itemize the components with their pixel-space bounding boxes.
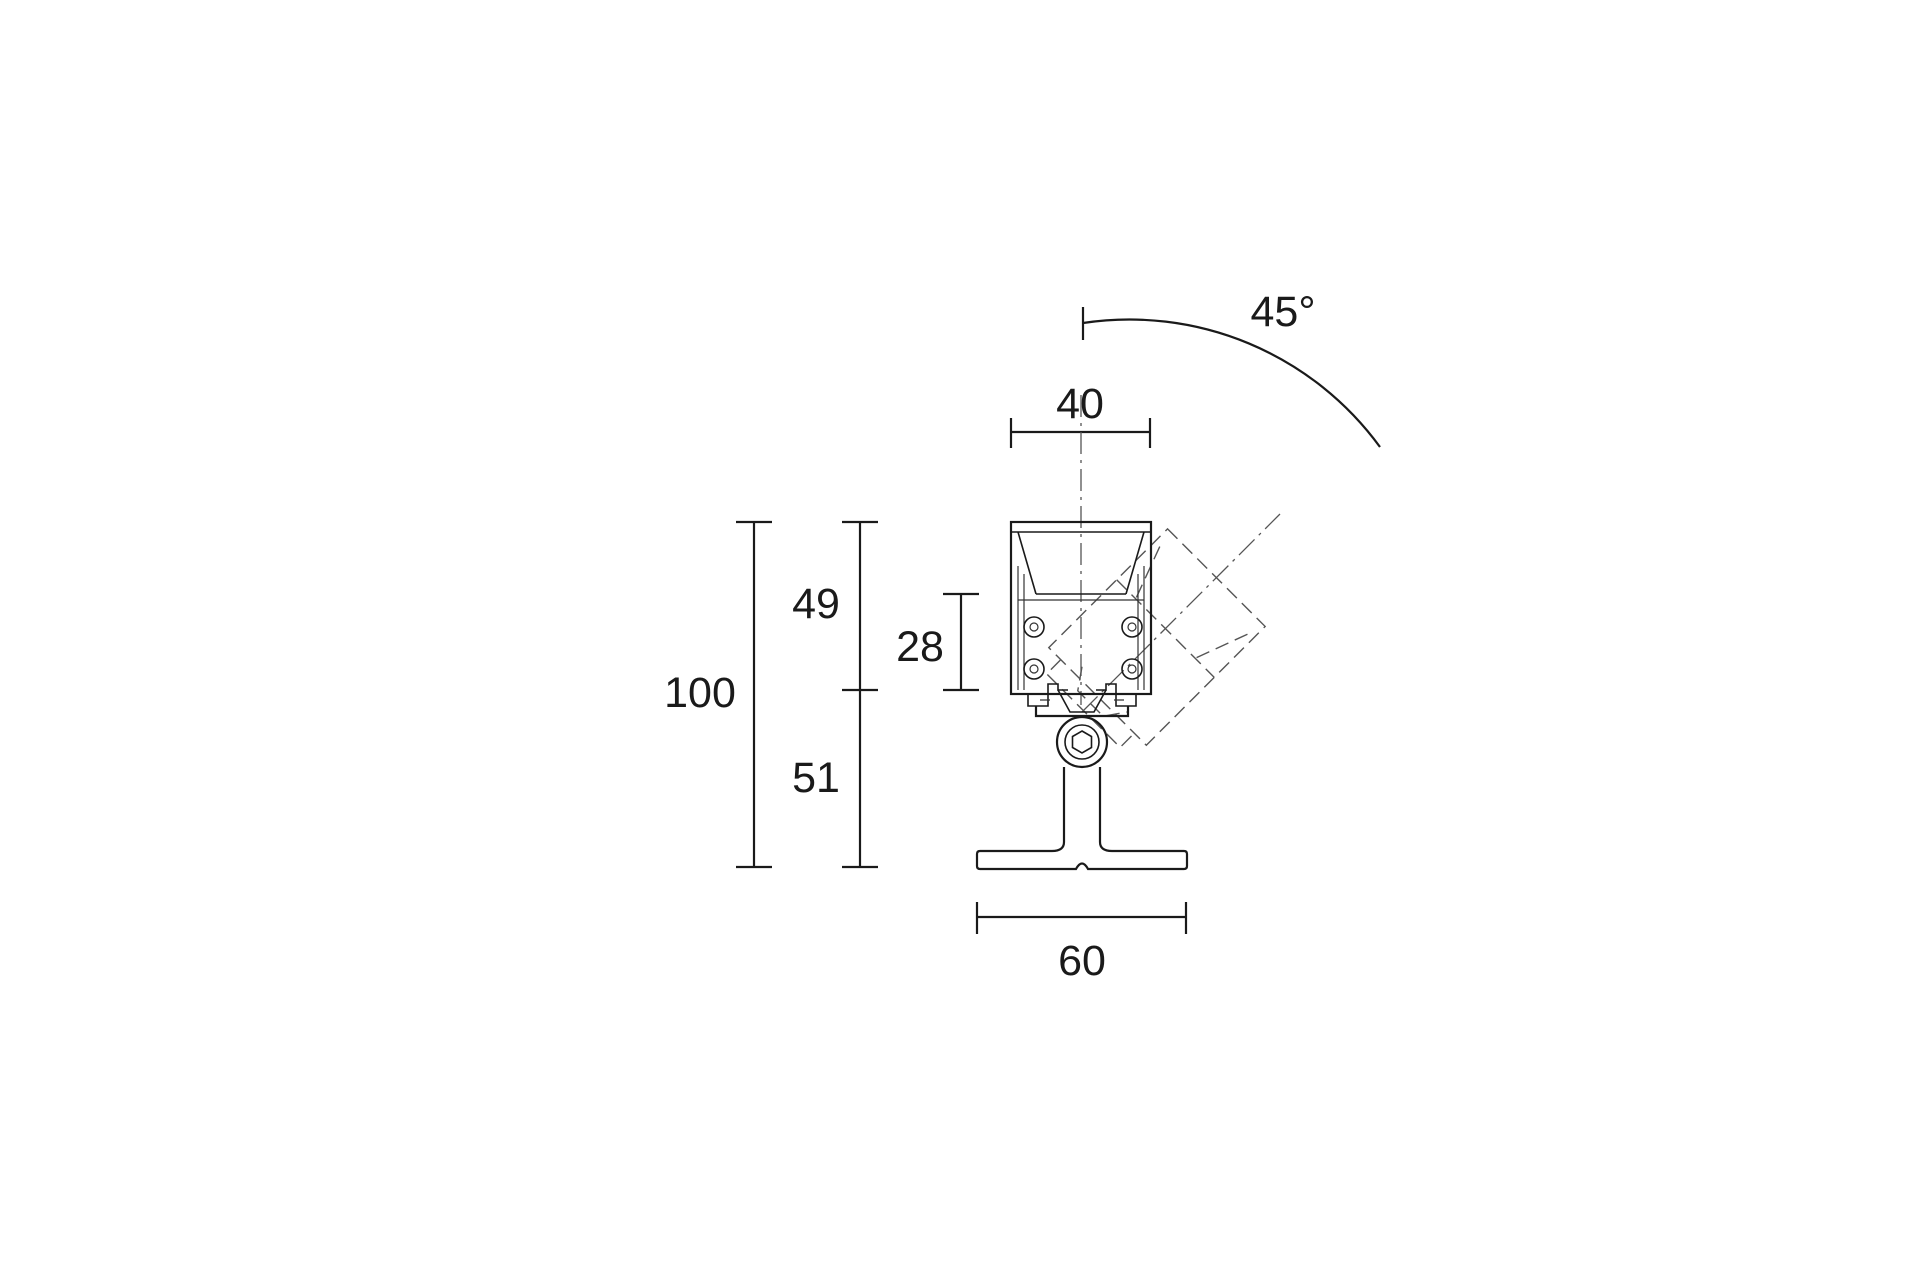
dim-upper-height-label: 49: [792, 580, 840, 628]
mounting-clamp: [1027, 683, 1137, 718]
dim-head-width: 40: [1009, 380, 1152, 448]
dim-base-width: 60: [975, 902, 1188, 985]
dim-total-height: 100: [664, 520, 772, 869]
screw-bottom-right-icon: [1121, 658, 1143, 680]
screw-bottom-left-icon: [1023, 658, 1045, 680]
tilted-position-ghost: [1045, 513, 1281, 749]
screw-top-left-icon: [1023, 616, 1045, 638]
dim-split-height: 49 51: [792, 520, 878, 869]
dim-base-width-label: 60: [1058, 937, 1106, 985]
dim-total-height-label: 100: [664, 669, 736, 717]
dim-head-width-label: 40: [1056, 380, 1104, 428]
luminaire-head: [1009, 520, 1153, 696]
screw-top-right-icon: [1121, 616, 1143, 638]
dim-body-height-label: 28: [896, 623, 944, 671]
dim-body-height: 28: [896, 592, 979, 692]
dim-tilt-angle-label: 45°: [1250, 288, 1315, 336]
mounting-stand: [975, 767, 1189, 871]
dim-tilt-angle: 45°: [1081, 288, 1381, 448]
pivot-bolt-icon: [1055, 715, 1109, 769]
dim-lower-height-label: 51: [792, 754, 840, 802]
